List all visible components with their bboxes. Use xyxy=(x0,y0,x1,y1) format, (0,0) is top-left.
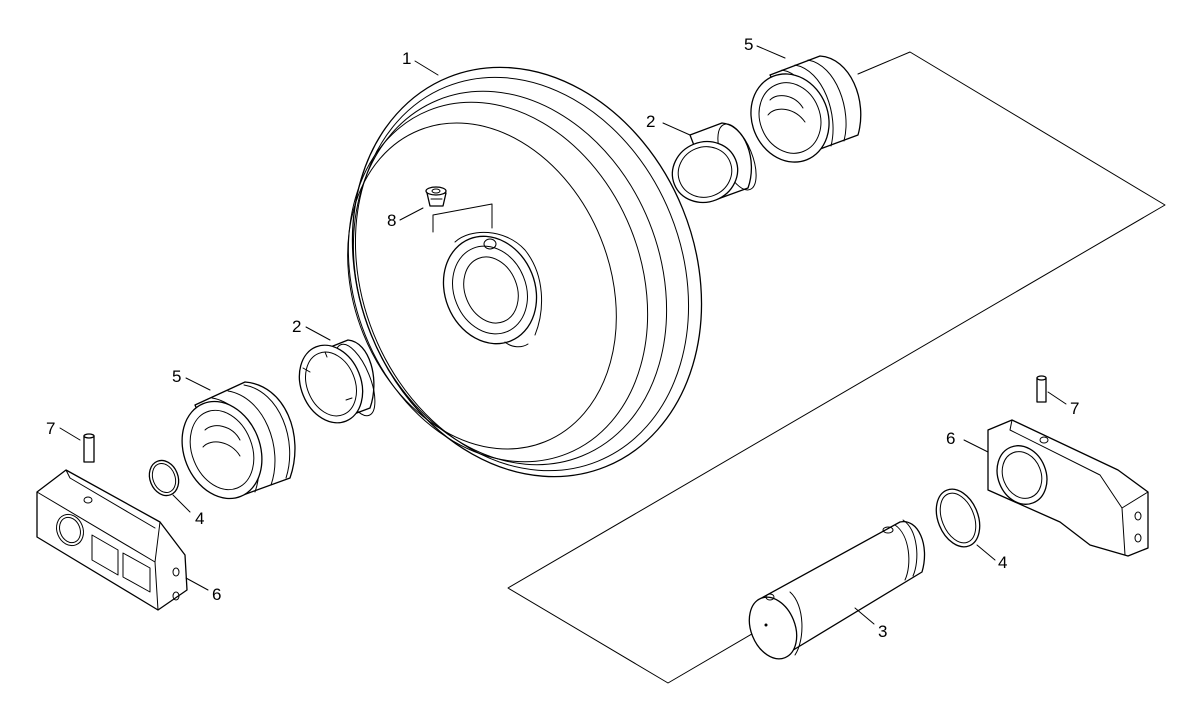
callout-labels: 1 2 2 3 4 4 5 5 6 6 7 7 8 xyxy=(46,35,1079,641)
part-7-pin-right xyxy=(1036,375,1047,403)
callout-bracket-left: 6 xyxy=(212,585,221,604)
part-7-pin-left xyxy=(83,433,95,463)
callout-bushing-lower: 2 xyxy=(292,317,301,336)
part-6-bracket-left xyxy=(36,469,188,611)
callout-seal-upper: 5 xyxy=(744,35,753,54)
part-6-bracket-right xyxy=(987,419,1149,557)
callout-oring-left: 4 xyxy=(195,509,204,528)
part-4-oring-left xyxy=(148,459,180,497)
leader-lines xyxy=(59,45,1067,625)
part-4-oring-right xyxy=(935,488,981,548)
part-8-plug xyxy=(425,186,447,207)
part-2-bushing-lower xyxy=(298,339,376,424)
callout-pin-left: 7 xyxy=(46,419,55,438)
callout-bushing-upper: 2 xyxy=(646,112,655,131)
part-3-shaft xyxy=(748,519,926,660)
callout-bracket-right: 6 xyxy=(946,429,955,448)
callout-pin-right: 7 xyxy=(1070,399,1079,418)
part-2-bushing-upper xyxy=(671,122,757,204)
assembly-plane-outline xyxy=(507,51,1166,684)
part-5-seal-lower xyxy=(181,381,296,500)
callout-oring-right: 4 xyxy=(998,553,1007,572)
callout-plug: 8 xyxy=(387,211,396,230)
part-1-idler-wheel xyxy=(347,66,703,478)
callout-shaft: 3 xyxy=(878,622,887,641)
part-5-seal-upper xyxy=(750,55,862,163)
callout-wheel: 1 xyxy=(402,49,411,68)
callout-seal-lower: 5 xyxy=(172,367,181,386)
